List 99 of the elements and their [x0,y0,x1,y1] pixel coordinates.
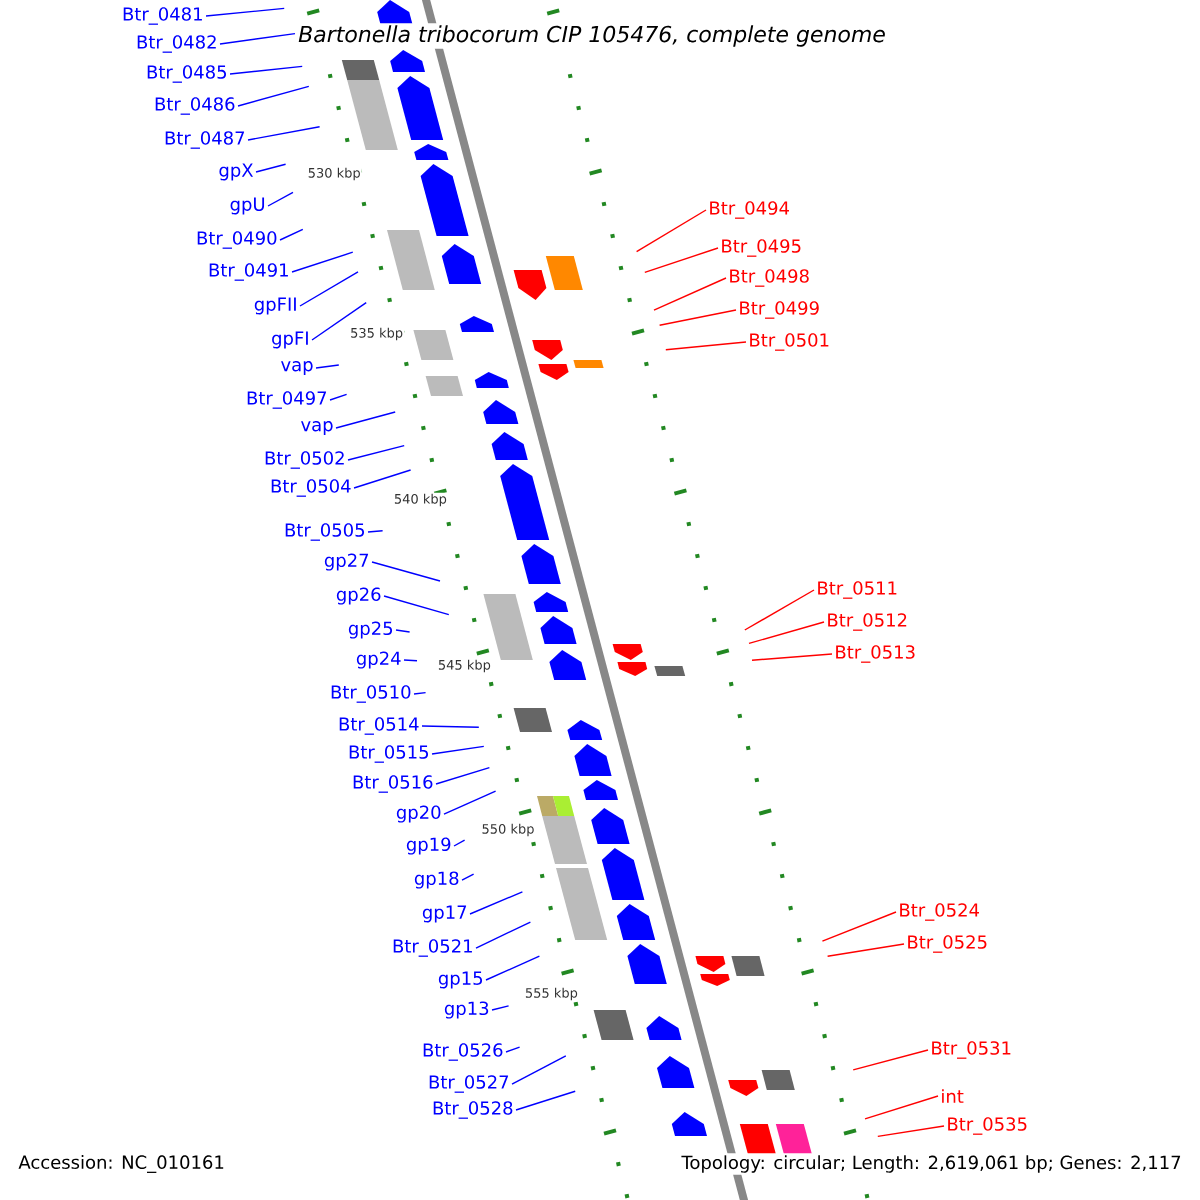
gene-label: Btr_0499 [740,301,819,319]
gene-label: Btr_0527 [429,1075,509,1093]
leader-line [413,691,427,695]
gene-label: Btr_0490 [197,231,277,249]
leader-line [395,629,411,633]
title: Bartonella tribocorum CIP 105476, complete genome [296,23,888,49]
leader-line [267,191,294,207]
leader-line [403,659,418,662]
gene-label: Btr_0504 [271,479,351,497]
gene-label: Btr_0494 [710,201,789,219]
gene-label: gp19 [406,837,451,855]
leader-line [371,561,441,582]
accession-label: Accession: NC_010161 [16,1153,227,1175]
gene-label: gpFII [254,297,296,315]
leader-line [255,163,287,173]
gene-label: Btr_0491 [209,263,288,281]
leader-line [491,1005,510,1011]
leader-line [315,364,340,369]
leader-line [329,393,348,401]
gene-label: gpFI [272,331,308,349]
gene-label: gp27 [324,553,369,571]
gene-label: Btr_0510 [331,685,411,703]
gene-label: Btr_0531 [932,1041,1011,1059]
leader-line [751,653,833,661]
leader-line [644,247,719,274]
leader-line [852,1049,929,1071]
leader-line [635,209,707,253]
leader-line [383,595,450,616]
gene-label: Btr_0505 [285,523,364,541]
leader-line [311,301,367,341]
gene-label: Btr_0524 [900,903,979,921]
leader-line [821,911,897,942]
gene-label: Btr_0512 [828,613,907,631]
gene-label: Btr_0482 [137,35,216,53]
leader-line [475,921,532,949]
leader-line [435,766,491,785]
gene-label: Btr_0516 [353,775,433,793]
leader-line [515,1090,576,1111]
gene-label: Btr_0481 [123,7,202,25]
gene-label: gpU [230,197,265,215]
leader-line [748,621,825,645]
gene-label: gpX [219,163,254,181]
gene-label: int [942,1089,964,1103]
leader-line [219,32,296,45]
genome-info-label: Topology: circular; Length: 2,619,061 bp; Genes: 2,117 [679,1153,1184,1175]
leader-line [229,65,303,75]
leader-line [485,955,541,981]
gene-label: gp13 [444,1001,489,1019]
gene-label: Btr_0487 [165,131,245,149]
leader-line [511,1055,567,1085]
gene-label: Btr_0485 [147,65,226,83]
gene-label: gp17 [422,905,467,923]
leader-line [237,85,310,107]
gene-label: Btr_0515 [349,745,428,763]
leader-line [443,790,497,815]
gene-label: gp25 [348,621,393,639]
gene-label: gp15 [438,971,483,989]
gene-label: gp20 [396,805,441,823]
gene-label: Btr_0513 [836,645,915,663]
leader-line [431,745,485,755]
leader-line [335,411,396,429]
leader-line [291,251,354,273]
gene-label: Btr_0501 [750,333,829,351]
gene-label: Btr_0526 [423,1043,503,1061]
leader-line [505,1046,521,1053]
leader-line [421,725,480,728]
leader-line [299,271,359,307]
gene-label: Btr_0495 [722,239,801,257]
gene-label: Btr_0521 [393,939,472,957]
gene-label: vap [301,421,333,435]
leader-line [826,943,905,957]
gene-label: Btr_0502 [265,451,344,469]
gene-label: gp18 [414,871,459,889]
gene-label: Btr_0514 [339,717,419,735]
leader-line [461,873,475,881]
leader-line [469,891,524,915]
leader-line [864,1095,939,1120]
leader-line [367,530,384,533]
leader-line [279,228,304,241]
leader-line [353,469,412,489]
gene-label: gp26 [336,587,381,605]
gene-label: Btr_0498 [730,269,809,287]
leader-line [744,589,815,631]
gene-label: Btr_0528 [433,1101,513,1119]
gene-label: vap [281,361,313,375]
gene-label: Btr_0511 [818,581,897,599]
leader-line [247,126,321,141]
leader-line [665,341,747,351]
leader-line [877,1125,945,1138]
gene-label: Btr_0486 [155,97,235,115]
leader-line [453,839,466,847]
gene-label: Btr_0497 [247,391,327,409]
leader-line [658,309,737,326]
gene-label: gp24 [356,651,401,669]
leader-line [347,444,405,461]
leader-line [653,277,727,311]
gene-label: Btr_0525 [908,935,987,953]
leader-line [205,7,285,17]
gene-label: Btr_0535 [948,1117,1027,1135]
